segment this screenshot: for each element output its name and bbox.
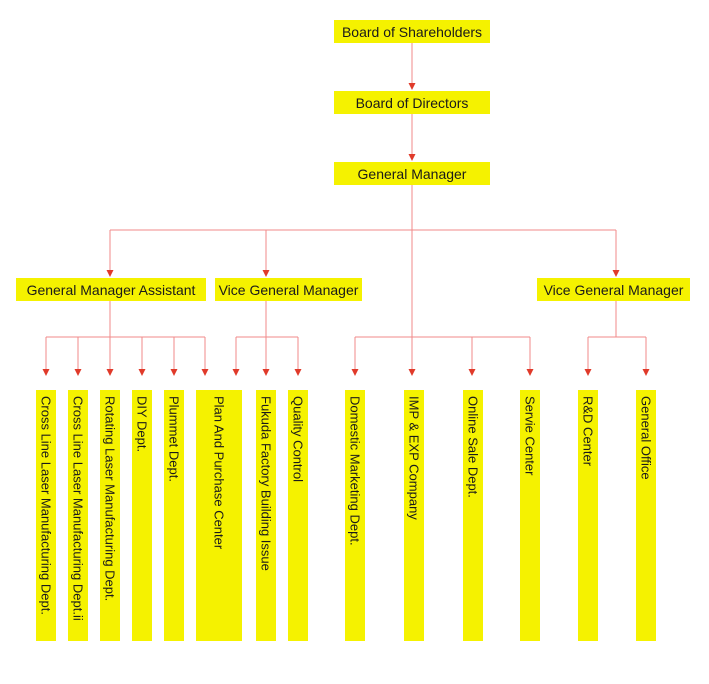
dept-online-sale: Online Sale Dept.: [463, 390, 483, 641]
dept-label: Cross Line Laser Manufacturing Dept.: [38, 396, 54, 615]
arrowhead-35: [201, 369, 209, 376]
dept-general-office: General Office: [636, 390, 656, 641]
arrowhead-29: [106, 369, 114, 376]
arrowhead-41: [262, 369, 270, 376]
dept-label: Quality Control: [290, 396, 306, 482]
arrowhead-11: [612, 270, 620, 277]
board-of-shareholders-box: Board of Shareholders: [334, 20, 490, 43]
dept-fukuda-factory-building-issue: Fukuda Factory Building Issue: [256, 390, 276, 641]
arrowhead-3: [408, 154, 416, 161]
dept-imp-exp-company: IMP & EXP Company: [404, 390, 424, 641]
dept-label: Plummet Dept.: [166, 396, 182, 482]
dept-rotating-laser-manufacturing: Rotating Laser Manufacturing Dept.: [100, 390, 120, 641]
arrowhead-17: [468, 369, 476, 376]
dept-label: Fukuda Factory Building Issue: [258, 396, 274, 571]
dept-label: Servie Center: [522, 396, 538, 476]
arrowhead-33: [170, 369, 178, 376]
dept-label: Domestic Marketing Dept.: [347, 396, 363, 546]
dept-servie-center: Servie Center: [520, 390, 540, 641]
dept-label: IMP & EXP Company: [406, 396, 422, 520]
arrowhead-27: [74, 369, 82, 376]
dept-label: Rotating Laser Manufacturing Dept.: [102, 396, 118, 602]
dept-label: General Office: [638, 396, 654, 480]
dept-label: R&D Center: [580, 396, 596, 467]
dept-plummet: Plummet Dept.: [164, 390, 184, 641]
dept-diy: DIY Dept.: [132, 390, 152, 641]
dept-label: Cross Line Laser Manufacturing Dept.ii: [70, 396, 86, 621]
arrowhead-43: [294, 369, 302, 376]
general-manager-box: General Manager: [334, 162, 490, 185]
dept-cross-line-laser-manufacturing-ii: Cross Line Laser Manufacturing Dept.ii: [68, 390, 88, 641]
arrowhead-7: [106, 270, 114, 277]
arrowhead-9: [262, 270, 270, 277]
arrowhead-21: [408, 369, 416, 376]
arrowhead-39: [232, 369, 240, 376]
arrowhead-25: [42, 369, 50, 376]
dept-plan-and-purchase-center: Plan And Purchase Center: [196, 390, 242, 641]
arrowhead-15: [351, 369, 359, 376]
dept-rd-center: R&D Center: [578, 390, 598, 641]
general-manager-assistant-box: General Manager Assistant: [16, 278, 206, 301]
dept-domestic-marketing: Domestic Marketing Dept.: [345, 390, 365, 641]
dept-label: Plan And Purchase Center: [211, 396, 227, 550]
dept-label: Online Sale Dept.: [465, 396, 481, 498]
dept-cross-line-laser-manufacturing: Cross Line Laser Manufacturing Dept.: [36, 390, 56, 641]
arrowhead-49: [642, 369, 650, 376]
board-of-directors-box: Board of Directors: [334, 91, 490, 114]
vice-general-manager-right-box: Vice General Manager: [537, 278, 690, 301]
dept-label: DIY Dept.: [134, 396, 150, 453]
vice-general-manager-left-box: Vice General Manager: [215, 278, 362, 301]
arrowhead-31: [138, 369, 146, 376]
arrowhead-19: [526, 369, 534, 376]
arrowhead-47: [584, 369, 592, 376]
dept-quality-control: Quality Control: [288, 390, 308, 641]
arrowhead-1: [408, 83, 416, 90]
